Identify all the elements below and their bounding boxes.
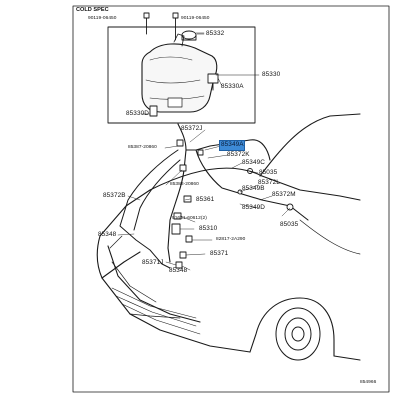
- pump-shape: [149, 105, 158, 117]
- hose-leaders: [117, 129, 291, 271]
- label-nozzle-right[interactable]: 85035: [280, 221, 299, 228]
- bolt-right-shape: [172, 12, 179, 41]
- tank-leaders: [141, 33, 260, 115]
- tank-shape: [141, 33, 218, 113]
- label-nozzle[interactable]: 85035: [259, 169, 278, 176]
- bumper-lines: [111, 287, 201, 335]
- label-hose-far-right[interactable]: 85372M: [272, 191, 296, 198]
- label-motor[interactable]: 85330A: [221, 83, 244, 90]
- cap-shape: [181, 30, 205, 41]
- label-bolt-left[interactable]: 90119-06450: [88, 16, 117, 21]
- label-connector[interactable]: 85371: [210, 250, 229, 257]
- bolt-left-shape: [143, 12, 150, 35]
- label-hose-bottom[interactable]: 85348: [169, 267, 188, 274]
- label-hose-small[interactable]: 85371J: [142, 259, 164, 266]
- label-hose-bottom-left[interactable]: 85348: [98, 231, 117, 238]
- label-tank-assy[interactable]: 85330: [262, 71, 281, 78]
- label-bolt-mid[interactable]: 91651-60612(2): [172, 216, 207, 221]
- label-bolt-right[interactable]: 90119-06450: [181, 16, 210, 21]
- label-grommet[interactable]: 82817-2A290: [216, 237, 246, 242]
- label-hose-lower-right[interactable]: 85372L: [258, 179, 280, 186]
- wheel: [275, 307, 321, 361]
- car-body: [96, 113, 361, 361]
- label-hose-mid[interactable]: 85349D: [242, 204, 265, 211]
- label-joint[interactable]: 85361: [196, 196, 215, 203]
- label-clamp-mid[interactable]: 85388-20860: [170, 182, 199, 187]
- label-highlighted-part[interactable]: 85349A: [221, 141, 244, 148]
- spec-header: COLD SPEC: [76, 7, 109, 13]
- label-nozzle-hose[interactable]: 85372K: [227, 151, 250, 158]
- label-clamp-small[interactable]: 85387-20860: [128, 145, 157, 150]
- label-pump[interactable]: 85330D: [126, 110, 149, 117]
- label-hose-top[interactable]: 85372J: [181, 125, 203, 132]
- label-hose-right[interactable]: 85349B: [242, 185, 265, 192]
- label-hose-left[interactable]: 85372B: [103, 192, 126, 199]
- clips: [171, 139, 294, 269]
- label-sensor[interactable]: 85310: [199, 225, 218, 232]
- hose-left: [119, 149, 181, 269]
- frame: [72, 5, 390, 393]
- figure-number: 854966: [360, 380, 377, 385]
- label-valve[interactable]: 85349C: [242, 159, 265, 166]
- label-cap[interactable]: 85332: [206, 30, 225, 37]
- part-highlight[interactable]: [219, 140, 245, 151]
